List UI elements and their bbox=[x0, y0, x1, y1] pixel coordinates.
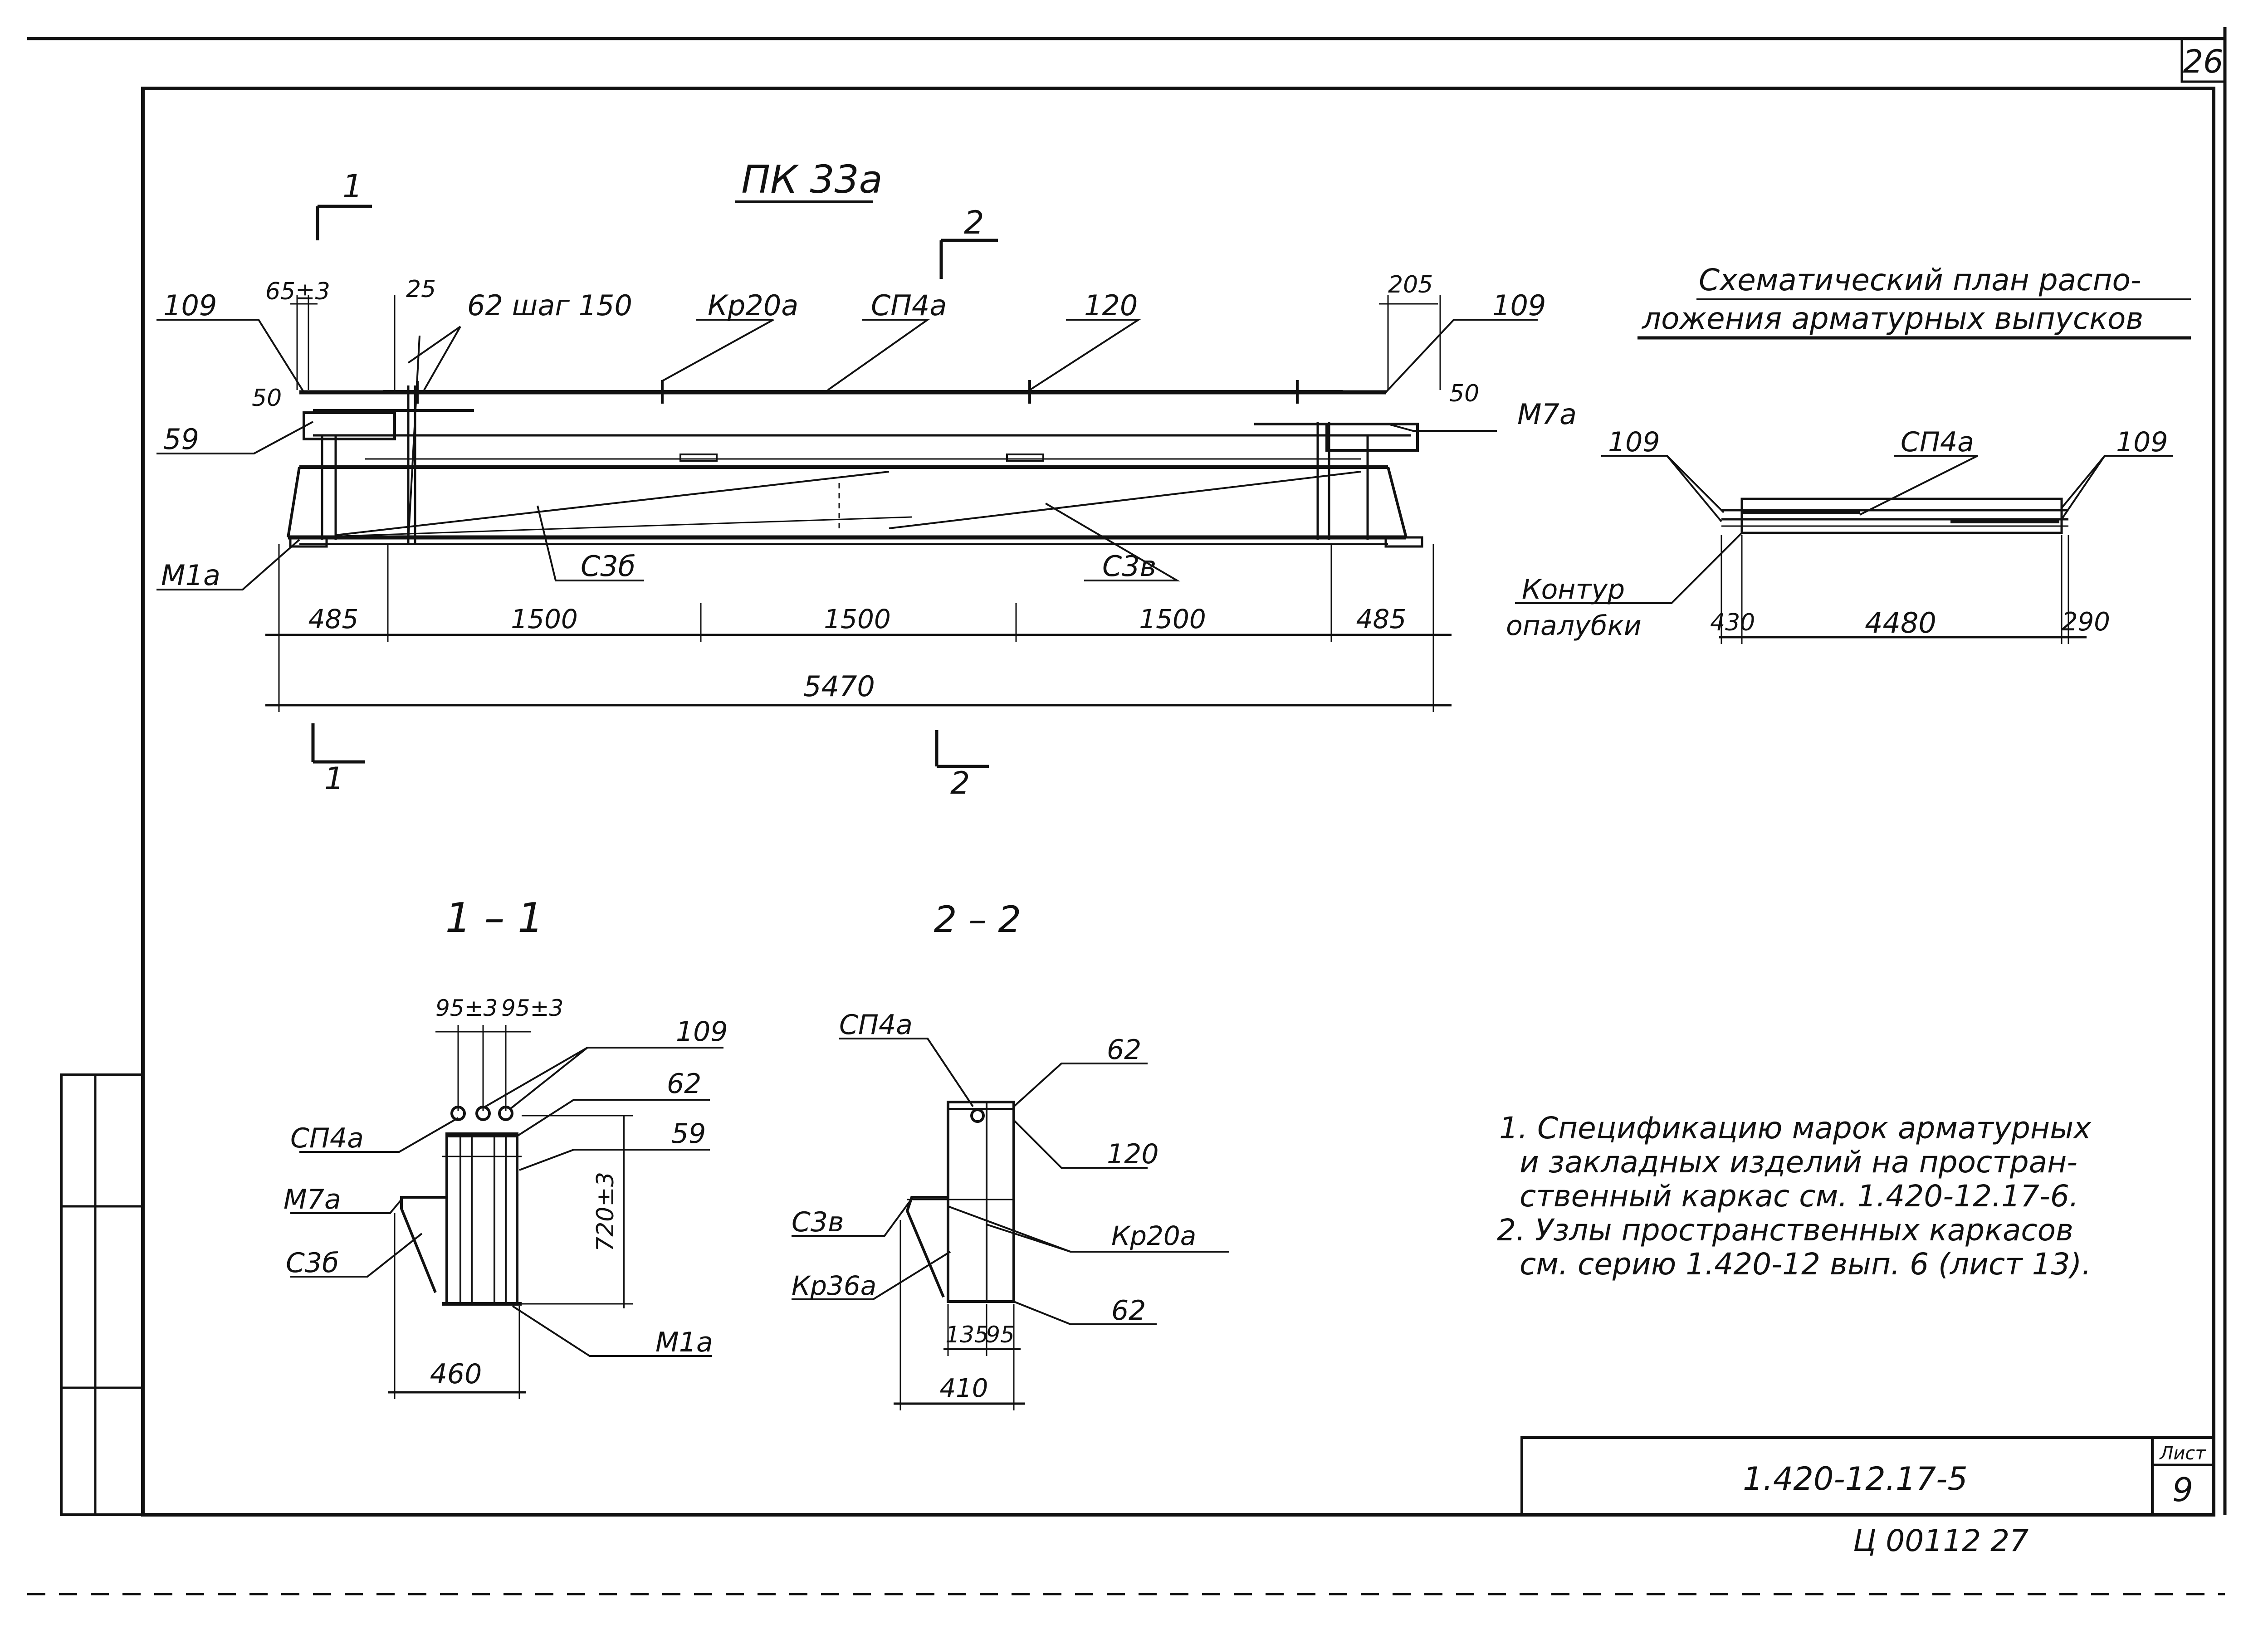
label-kr20a: Кр20а bbox=[708, 289, 798, 322]
corner-sheet-number: 26 bbox=[2183, 43, 2223, 80]
section-2-2-label-sp4a: СП4а bbox=[839, 1009, 913, 1041]
main-title: ПК 33а bbox=[741, 157, 883, 202]
dim-1500-3: 1500 bbox=[1139, 604, 1206, 634]
label-109-right: 109 bbox=[1492, 289, 1546, 322]
label-120: 120 bbox=[1084, 289, 1138, 322]
section-1-1-label-sp4a: СП4а bbox=[290, 1122, 364, 1154]
scheme-dim-4480: 4480 bbox=[1865, 606, 1936, 639]
scheme-dim-430: 430 bbox=[1710, 609, 1755, 636]
section-2-2-width: 410 bbox=[940, 1374, 988, 1403]
scheme-title-line1: Схематический план распо- bbox=[1699, 263, 2141, 298]
scheme-contour-line2: опалубки bbox=[1506, 610, 1642, 642]
release-scheme: Схематический план распо- ложения армату… bbox=[1506, 263, 2191, 644]
dim-1500-2: 1500 bbox=[824, 604, 891, 634]
section-2-2-dim-135: 135 bbox=[945, 1322, 988, 1348]
main-elevation: ПК 33а 1 2 bbox=[156, 157, 1577, 801]
section-2-2-label-c3v: С3в bbox=[792, 1206, 844, 1238]
dim-total-5470: 5470 bbox=[803, 670, 875, 703]
section-1-1-label-m1a: М1а bbox=[655, 1327, 713, 1358]
section-1-1-title: 1 – 1 bbox=[445, 894, 544, 942]
dim-485-right: 485 bbox=[1356, 604, 1407, 634]
label-sp4a: СП4а bbox=[871, 289, 947, 322]
section-1-1-width: 460 bbox=[430, 1358, 482, 1390]
scheme-label-109-right: 109 bbox=[2116, 426, 2168, 458]
dim-1500-1: 1500 bbox=[511, 604, 578, 634]
section-1-1: 1 – 1 95±3 95±3 109 СП4а 62 59 М7а С3б bbox=[284, 894, 728, 1399]
label-c3b: С3б bbox=[581, 550, 635, 583]
section-1-1-label-59: 59 bbox=[671, 1118, 706, 1150]
label-62-step: 62 шаг 150 bbox=[467, 289, 632, 322]
note-1-line3: ственный каркас см. 1.420-12.17-6. bbox=[1520, 1179, 2079, 1214]
note-1-line2: и закладных изделий на простран- bbox=[1520, 1145, 2077, 1180]
archive-number: Ц 00112 27 bbox=[1853, 1523, 2028, 1558]
section-2-2-label-62-top: 62 bbox=[1107, 1034, 1141, 1066]
section-1-1-label-109: 109 bbox=[676, 1016, 728, 1048]
label-m7a: М7а bbox=[1517, 398, 1577, 431]
document-code: 1.420-12.17-5 bbox=[1743, 1460, 1968, 1497]
section-1-1-height: 720±3 bbox=[592, 1172, 619, 1252]
scheme-label-109-left: 109 bbox=[1608, 426, 1660, 458]
label-205: 205 bbox=[1388, 271, 1433, 298]
scheme-title-line2: ложения арматурных выпусков bbox=[1641, 301, 2143, 336]
section-1-1-label-m7a: М7а bbox=[284, 1184, 341, 1215]
section-mark-2-top: 2 bbox=[964, 204, 984, 241]
section-2-2-dim-95: 95 bbox=[986, 1322, 1015, 1348]
scheme-contour-line1: Контур bbox=[1522, 574, 1625, 605]
section-1-1-dim-95-right: 95±3 bbox=[501, 995, 563, 1021]
label-59: 59 bbox=[163, 423, 199, 456]
note-2-line1: 2. Узлы пространственных каркасов bbox=[1497, 1213, 2073, 1248]
section-2-2: 2 – 2 СП4а 62 120 С3в Кр20а Кр36а 62 135… bbox=[792, 898, 1229, 1410]
section-2-2-label-kr20a: Кр20а bbox=[1111, 1220, 1196, 1251]
scheme-label-sp4a: СП4а bbox=[1901, 426, 1974, 458]
label-109-left: 109 bbox=[163, 289, 217, 322]
section-1-1-label-c3b: С3б bbox=[286, 1247, 339, 1279]
label-50-right: 50 bbox=[1449, 380, 1479, 407]
label-65: 65±3 bbox=[265, 278, 330, 305]
label-50-left: 50 bbox=[252, 385, 282, 412]
note-2-line2: см. серию 1.420-12 вып. 6 (лист 13). bbox=[1520, 1247, 2091, 1282]
section-mark-1-top: 1 bbox=[342, 168, 363, 205]
section-1-1-label-62: 62 bbox=[667, 1068, 701, 1100]
note-1-line1: 1. Спецификацию марок арматурных bbox=[1499, 1111, 2092, 1146]
section-2-2-label-62-bottom: 62 bbox=[1111, 1295, 1146, 1327]
scheme-dim-290: 290 bbox=[2062, 607, 2110, 637]
label-m1a: М1а bbox=[161, 559, 220, 592]
section-mark-1-bottom: 1 bbox=[324, 761, 344, 797]
label-c3v: С3в bbox=[1102, 550, 1156, 583]
section-1-1-dim-95-left: 95±3 bbox=[435, 995, 498, 1021]
sheet-label: Лист bbox=[2159, 1443, 2206, 1464]
section-2-2-label-kr36a: Кр36а bbox=[792, 1270, 876, 1301]
notes: 1. Спецификацию марок арматурных и закла… bbox=[1497, 1111, 2092, 1282]
sheet-number: 9 bbox=[2172, 1471, 2193, 1509]
section-2-2-title: 2 – 2 bbox=[934, 898, 1022, 941]
label-25: 25 bbox=[406, 276, 436, 303]
section-mark-2-bottom: 2 bbox=[950, 766, 970, 801]
section-2-2-label-120: 120 bbox=[1107, 1138, 1159, 1170]
dim-485-left: 485 bbox=[308, 604, 359, 634]
